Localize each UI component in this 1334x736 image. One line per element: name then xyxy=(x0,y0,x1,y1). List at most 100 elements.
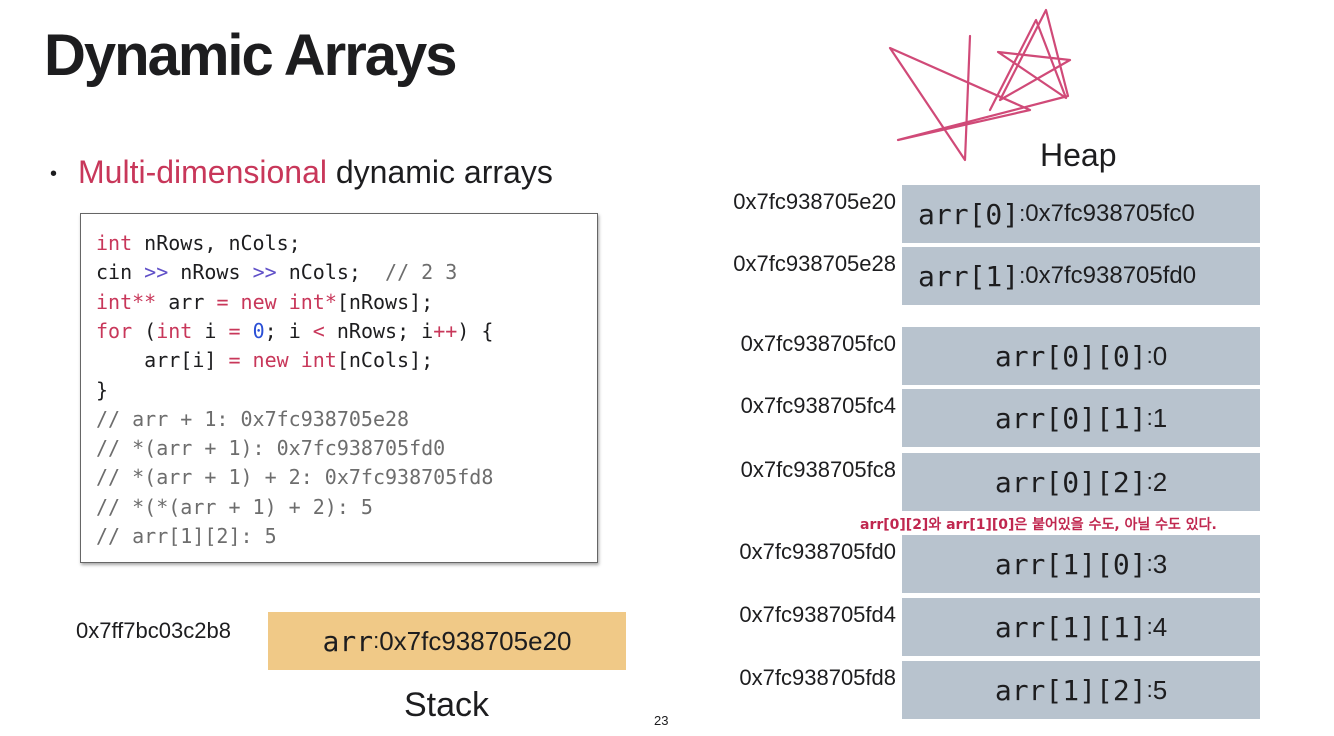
code-token: new xyxy=(240,289,277,314)
heap-var-value: 0 xyxy=(1152,340,1168,371)
code-token: } xyxy=(96,377,109,402)
code-token xyxy=(289,348,301,372)
bullet-text: dynamic arrays xyxy=(326,154,553,190)
heap-address: 0x7fc938705e20 xyxy=(733,189,896,214)
code-token xyxy=(228,290,240,314)
code-token: = xyxy=(228,318,241,343)
heap-var-value: 3 xyxy=(1152,548,1168,579)
heap-address: 0x7fc938705fd4 xyxy=(739,602,896,627)
code-token: // arr[1][2]: 5 xyxy=(96,524,277,548)
heap-var-name: arr[1][1] xyxy=(994,610,1147,644)
code-token: int* xyxy=(288,289,337,314)
stack-label: Stack xyxy=(404,686,490,724)
code-token: nRows xyxy=(168,260,253,285)
heap-var-name: arr[0][1] xyxy=(994,401,1147,435)
heap-cell: arr[1][1]: 4 xyxy=(902,598,1260,656)
code-token: nCols; xyxy=(276,260,386,285)
heap-address: 0x7fc938705fd0 xyxy=(739,539,896,564)
code-token: [nRows]; xyxy=(336,289,434,314)
heap-colon: : xyxy=(1146,551,1153,576)
code-token xyxy=(241,348,253,372)
code-token: int xyxy=(96,231,133,255)
code-token: >> xyxy=(252,260,277,285)
code-line: int** arr = new int*[nRows]; xyxy=(96,288,433,317)
heap-var-value: 0x7fc938705fd0 xyxy=(1025,262,1197,289)
code-token: ++ xyxy=(433,318,458,343)
scribble-icon xyxy=(888,8,1072,162)
slide-title: Dynamic Arrays xyxy=(44,23,458,88)
code-token: int xyxy=(300,348,337,373)
code-token: nRows; i xyxy=(324,318,434,343)
heap-address: 0x7fc938705fc8 xyxy=(740,457,896,482)
stack-address: 0x7ff7bc03c2b8 xyxy=(76,618,231,643)
heap-var-value: 5 xyxy=(1152,674,1168,705)
code-line: for (int i = 0; i < nRows; i++) { xyxy=(96,317,493,346)
heap-var-name: arr[0] xyxy=(918,197,1020,231)
stack-var-value: 0x7fc938705e20 xyxy=(379,625,572,656)
code-token: // arr + 1: 0x7fc938705e28 xyxy=(96,406,410,431)
heap-address: 0x7fc938705fc4 xyxy=(740,393,896,418)
code-token: ; i xyxy=(264,318,313,343)
page-number: 23 xyxy=(654,713,669,728)
code-line: // *(arr + 1) + 2: 0x7fc938705fd8 xyxy=(96,463,493,492)
heap-colon: : xyxy=(1146,343,1153,368)
code-token: for xyxy=(96,318,133,343)
heap-colon: : xyxy=(1146,405,1153,430)
code-token: 0 xyxy=(252,318,265,343)
heap-address: 0x7fc938705fc0 xyxy=(740,331,896,356)
heap-cell: arr[0][2]: 2 xyxy=(902,453,1260,511)
code-token: int** xyxy=(96,289,157,314)
heap-var-value: 1 xyxy=(1152,402,1168,433)
code-token: new xyxy=(252,348,289,373)
code-token: // *(arr + 1): 0x7fc938705fd0 xyxy=(96,436,446,461)
code-token: = xyxy=(216,289,229,314)
code-line: arr[i] = new int[nCols]; xyxy=(96,346,433,375)
heap-var-value: 0x7fc938705fc0 xyxy=(1025,200,1195,227)
heap-cell: arr[0][1]: 1 xyxy=(902,389,1260,447)
code-token: // 2 3 xyxy=(385,260,458,285)
code-token xyxy=(277,290,289,314)
code-token: i xyxy=(192,318,229,343)
code-token: cin xyxy=(96,260,145,285)
heap-cell: arr[0]: 0x7fc938705fc0 xyxy=(902,185,1260,243)
heap-address: 0x7fc938705e28 xyxy=(733,251,896,276)
adjacency-note: arr[0][2]와 arr[1][0]은 붙어있을 수도, 아닐 수도 있다. xyxy=(860,517,1217,533)
code-token: ( xyxy=(132,318,157,343)
code-line: // *(*(arr + 1) + 2): 5 xyxy=(96,493,373,522)
code-line: } xyxy=(96,376,108,405)
code-line: // *(arr + 1): 0x7fc938705fd0 xyxy=(96,434,445,463)
heap-cell: arr[0][0]: 0 xyxy=(902,327,1260,385)
code-token: < xyxy=(312,318,325,343)
code-token: arr xyxy=(156,289,217,314)
code-token: arr[i] xyxy=(96,348,229,373)
heap-var-name: arr[1] xyxy=(918,259,1020,293)
code-line: // arr + 1: 0x7fc938705e28 xyxy=(96,405,409,434)
code-block: int nRows, nCols;cin >> nRows >> nCols; … xyxy=(80,213,598,563)
heap-var-name: arr[1][2] xyxy=(994,673,1147,707)
heap-var-name: arr[0][0] xyxy=(994,339,1147,373)
heap-address: 0x7fc938705fd8 xyxy=(739,665,896,690)
heap-var-name: arr[1][0] xyxy=(994,547,1147,581)
code-token: >> xyxy=(144,260,169,285)
stack-var-name: arr xyxy=(322,624,374,658)
code-token: // *(arr + 1) + 2: 0x7fc938705fd8 xyxy=(96,465,494,490)
code-line: int nRows, nCols; xyxy=(96,229,301,258)
bullet-dot-icon: • xyxy=(50,163,58,186)
heap-cell: arr[1][0]: 3 xyxy=(902,535,1260,593)
code-token: = xyxy=(228,348,241,373)
heap-cell: arr[1][2]: 5 xyxy=(902,661,1260,719)
code-token: [nCols]; xyxy=(336,348,434,373)
code-token: ) { xyxy=(457,318,494,343)
heap-label: Heap xyxy=(1040,137,1117,173)
heap-colon: : xyxy=(1146,469,1153,494)
code-token: nRows, nCols; xyxy=(132,231,301,255)
code-token: // *(*(arr + 1) + 2): 5 xyxy=(96,494,373,519)
code-line: cin >> nRows >> nCols; // 2 3 xyxy=(96,258,457,287)
code-token: int xyxy=(156,318,193,343)
stack-cell: arr: 0x7fc938705e20 xyxy=(268,612,626,670)
heap-colon: : xyxy=(1019,263,1026,288)
heap-colon: : xyxy=(1146,677,1153,702)
stack-colon: : xyxy=(373,628,380,653)
heap-colon: : xyxy=(1019,201,1026,226)
heap-var-value: 4 xyxy=(1152,611,1168,642)
